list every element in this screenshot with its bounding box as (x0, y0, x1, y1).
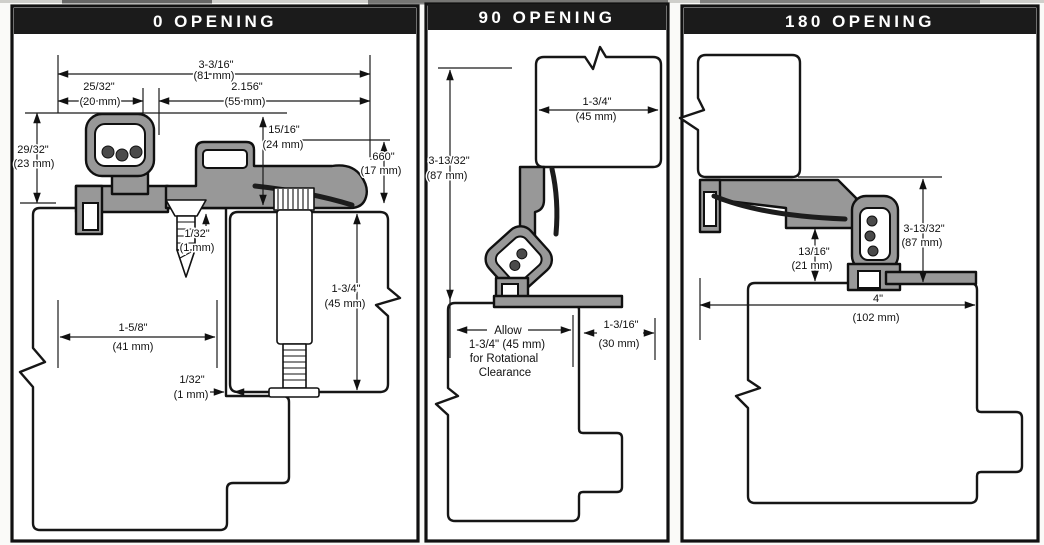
scan-artifacts (0, 0, 1044, 5)
title-bar-0 (14, 8, 416, 34)
dim-cap-height-mm: (17 mm) (361, 165, 402, 177)
dimension-lines-p2 (446, 69, 659, 337)
dim-left-width-mm: (20 mm) (80, 96, 121, 108)
dim-overall-width-in: 3-3/16" (198, 59, 233, 71)
dim-frame-face-mm: (102 mm) (852, 312, 899, 324)
title-bar-90 (428, 4, 666, 30)
hinge-profile-180 (698, 178, 978, 292)
dim-top-clearance-mm: (1 mm) (180, 242, 215, 254)
dim-top-clearance-in: 1/32" (184, 228, 209, 240)
note-line-3: for Rotational (470, 353, 538, 365)
dimension-lines-p1 (33, 70, 388, 396)
note-line-1: Allow (494, 325, 522, 337)
panel-0-title: 0 OPENING (153, 12, 277, 31)
dim-right-width-in: 2.156" (231, 81, 263, 93)
dim-projection-180-in: 3-13/32" (903, 223, 944, 235)
extension-lines-p3 (699, 176, 942, 340)
dim-projection-90-mm: (87 mm) (427, 170, 468, 182)
door-section (228, 210, 402, 394)
frame-screw (165, 199, 207, 278)
dim-inset-height-mm: (24 mm) (263, 139, 304, 151)
dimension-lines-p3 (699, 178, 976, 309)
dim-knuckle-height-mm: (23 mm) (14, 158, 55, 170)
dim-frame-rabbet-mm: (41 mm) (113, 341, 154, 353)
extension-lines-p2 (438, 67, 656, 367)
title-bar-180 (684, 8, 1036, 34)
dim-cap-height-in: .660" (369, 151, 394, 163)
dim-door-thickness-90-mm: (45 mm) (576, 111, 617, 123)
panel-0-opening: 3-3/16" (81 mm) 25/32" (20 mm) 2.156" (5… (10, 4, 420, 543)
dim-clearance-gap-mm: (30 mm) (599, 338, 640, 350)
dim-knuckle-height-in: 29/32" (17, 144, 49, 156)
hinge-profile-90 (484, 165, 624, 309)
dim-door-thickness-mm: (45 mm) (325, 298, 366, 310)
panel-180-title: 180 OPENING (785, 12, 935, 31)
dim-gap-180-mm: (21 mm) (792, 260, 833, 272)
dim-frame-face-in: 4" (873, 293, 883, 305)
dim-door-thickness-in: 1-3/4" (332, 283, 361, 295)
dim-projection-90-in: 3-13/32" (428, 155, 469, 167)
dim-inset-height-in: 15/16" (268, 124, 300, 136)
dim-frame-rabbet-in: 1-5/8" (119, 322, 148, 334)
note-line-4: Clearance (479, 367, 531, 379)
dim-overall-width-mm: (81 mm) (194, 70, 235, 82)
dim-door-thickness-90-in: 1-3/4" (583, 96, 612, 108)
panel-90-title: 90 OPENING (478, 8, 615, 27)
dim-right-width-mm: (55 mm) (225, 96, 266, 108)
frame-section (18, 206, 291, 532)
door-section-180 (678, 53, 802, 179)
frame-section-180 (734, 281, 1024, 505)
dim-left-width-in: 25/32" (83, 81, 115, 93)
frame-section-90 (434, 301, 624, 523)
panel-180-opening: 3-13/32" (87 mm) 13/16" (21 mm) 4" (102 … (678, 4, 1040, 543)
dim-clearance-gap-in: 1-3/16" (603, 319, 638, 331)
dim-side-clearance-mm: (1 mm) (174, 389, 209, 401)
note-line-2: 1-3/4" (45 mm) (469, 339, 545, 351)
door-bolt (268, 187, 320, 398)
panel-90-opening: 1-3/4" (45 mm) 3-13/32" (87 mm) Allow 1-… (424, 2, 670, 543)
dim-projection-180-mm: (87 mm) (902, 237, 943, 249)
dim-gap-180-in: 13/16" (798, 246, 830, 258)
dim-side-clearance-in: 1/32" (179, 374, 204, 386)
